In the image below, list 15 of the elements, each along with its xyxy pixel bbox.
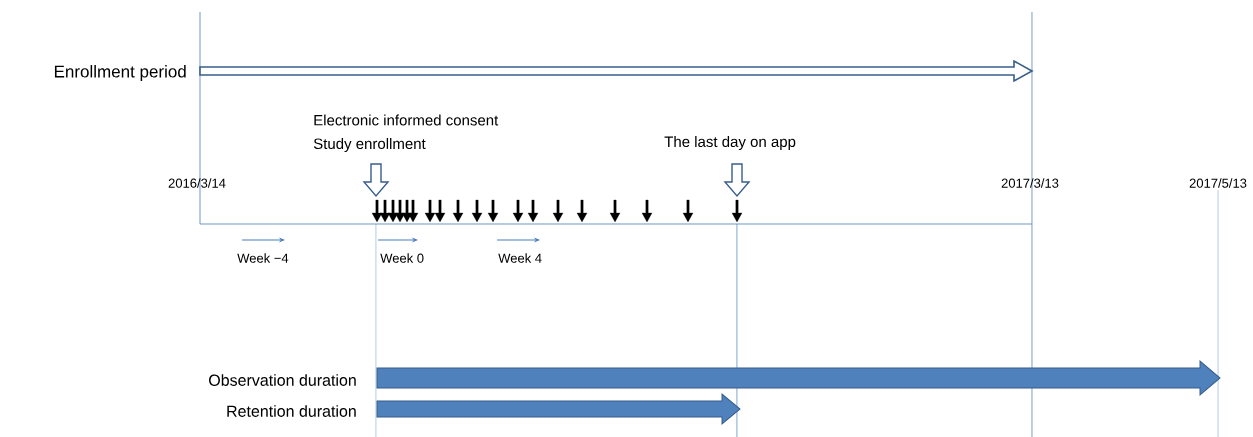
duration-bar (376, 360, 1221, 396)
week-label: Week −4 (237, 253, 289, 263)
week-label: Week 0 (380, 253, 424, 263)
bar-label: Enrollment period (54, 65, 186, 81)
week-label: Week 4 (498, 253, 542, 263)
date-label: 2017/5/13 (1189, 178, 1247, 188)
date-label: 2016/3/14 (168, 178, 226, 188)
date-label: 2017/3/13 (1001, 178, 1059, 188)
period-arrow (199, 59, 1034, 83)
bar-label: Retention duration (227, 405, 356, 417)
timeline-label: Electronic informed consent (314, 114, 499, 126)
timeline-label: The last day on app (664, 136, 796, 150)
timeline-label: Study enrollment (313, 138, 426, 152)
duration-bar (376, 393, 741, 425)
bar-label: Observation duration (209, 374, 356, 386)
